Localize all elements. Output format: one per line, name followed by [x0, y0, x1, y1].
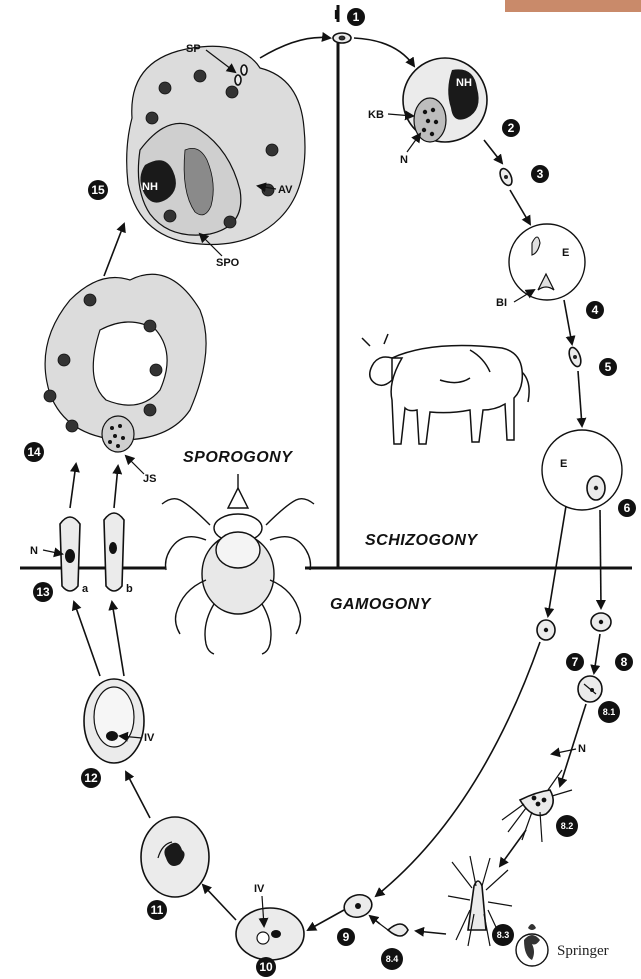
step-badge-8-4: 8.4 — [381, 948, 403, 970]
step-badge-8: 8 — [615, 653, 633, 671]
step-badge-8-3: 8.3 — [492, 924, 514, 946]
svg-text:8.4: 8.4 — [386, 954, 399, 964]
label-nh-top: NH — [456, 77, 472, 89]
label-sp: SP — [186, 43, 201, 55]
step-badge-8-1: 8.1 — [598, 701, 620, 723]
svg-text:8: 8 — [621, 655, 628, 669]
svg-text:10: 10 — [259, 960, 273, 974]
svg-text:8.2: 8.2 — [561, 821, 574, 831]
stage-8-4-gamete — [380, 924, 408, 936]
stage-8-gamont — [591, 613, 611, 631]
svg-text:12: 12 — [84, 771, 98, 785]
svg-text:8.3: 8.3 — [497, 930, 510, 940]
stage-3-merozoite — [498, 167, 515, 188]
svg-text:13: 13 — [36, 585, 50, 599]
label-iv-10: IV — [254, 883, 265, 895]
stage-4-erythrocyte — [509, 224, 585, 300]
label-av: AV — [278, 184, 293, 196]
label-iv-12: IV — [144, 732, 155, 744]
stage-5-merozoite — [567, 346, 583, 368]
label-js: JS — [143, 473, 156, 485]
stage-10-zygote — [236, 908, 304, 960]
stage-15-salivary-acinus — [127, 46, 305, 244]
stage-9-gamete — [342, 892, 375, 920]
tick-illustration — [162, 474, 314, 654]
svg-text:5: 5 — [605, 360, 612, 374]
stage-8-1-gamont — [578, 676, 602, 702]
phase-label-schizogony: SCHIZOGONY — [365, 532, 478, 549]
stage-13a-kinete — [60, 517, 80, 591]
step-badge-2: 2 — [502, 119, 520, 137]
svg-text:4: 4 — [592, 303, 599, 317]
step-badge-4: 4 — [586, 301, 604, 319]
label-roman-one: I — [334, 7, 338, 22]
step-badge-8-2: 8.2 — [556, 815, 578, 837]
step-badge-1: 1 — [347, 8, 365, 26]
svg-text:7: 7 — [572, 655, 579, 669]
stage-2-infected-cell — [403, 58, 487, 142]
label-e-first: E — [562, 247, 569, 259]
label-sub-a: a — [82, 583, 89, 595]
svg-text:11: 11 — [151, 903, 164, 917]
step-badge-3: 3 — [531, 165, 549, 183]
svg-text:9: 9 — [343, 930, 350, 944]
svg-text:8.1: 8.1 — [603, 707, 616, 717]
svg-text:15: 15 — [91, 183, 105, 197]
label-spo: SPO — [216, 257, 240, 269]
stage-12-zygote — [84, 679, 144, 763]
svg-text:3: 3 — [537, 167, 544, 181]
step-badge-5: 5 — [599, 358, 617, 376]
stage-1-sporozoite — [333, 33, 351, 43]
step-badge-12: 12 — [81, 768, 101, 788]
phase-label-gamogony: GAMOGONY — [330, 596, 432, 613]
publisher-name: Springer — [557, 943, 609, 959]
label-n-13: N — [30, 545, 38, 557]
svg-text:14: 14 — [27, 445, 41, 459]
cow-illustration — [362, 334, 529, 444]
label-kb: KB — [368, 109, 384, 121]
step-badge-7: 7 — [566, 653, 584, 671]
stage-14-salivary-acinus — [44, 274, 206, 452]
step-badge-9: 9 — [337, 928, 355, 946]
phase-label-sporogony: SPOROGONY — [183, 449, 293, 466]
corner-image-fragment — [505, 0, 641, 12]
step-badge-10: 10 — [256, 957, 276, 977]
springer-logo-icon — [516, 924, 548, 966]
stage-7-gamont — [537, 620, 555, 640]
label-bi: BI — [496, 297, 507, 309]
svg-text:1: 1 — [353, 10, 360, 24]
label-n-top: N — [400, 154, 408, 166]
svg-text:2: 2 — [508, 121, 515, 135]
step-badge-14: 14 — [24, 442, 44, 462]
stage-11-zygote — [141, 817, 209, 897]
step-badge-6: 6 — [618, 499, 636, 517]
label-sub-b: b — [126, 583, 133, 595]
label-n-82: N — [578, 743, 586, 755]
svg-text:6: 6 — [624, 501, 631, 515]
step-badge-15: 15 — [88, 180, 108, 200]
stage-13b-kinete — [104, 513, 124, 591]
label-e-second: E — [560, 458, 567, 470]
step-badge-11: 11 — [147, 900, 167, 920]
label-nh-left: NH — [142, 181, 158, 193]
stage-6-erythrocyte — [542, 430, 622, 510]
step-badge-13: 13 — [33, 582, 53, 602]
